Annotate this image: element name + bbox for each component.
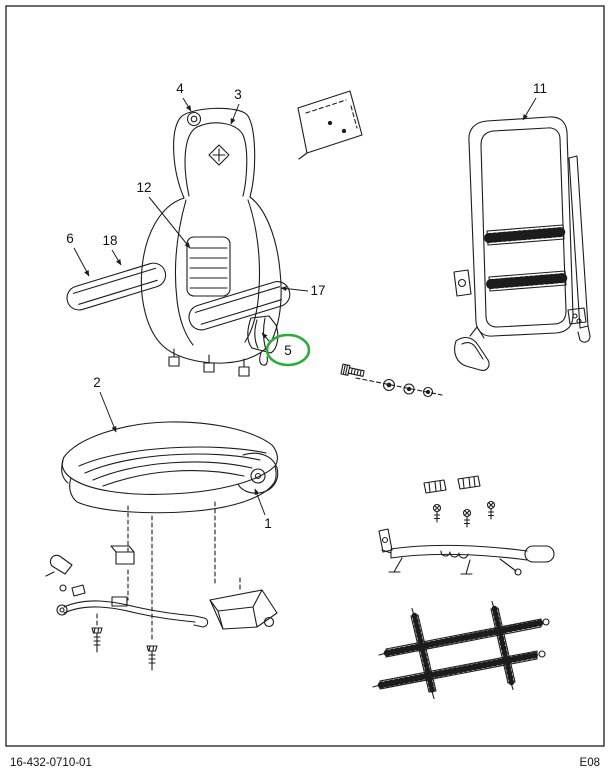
track-rail (372, 650, 546, 690)
cushion-front (69, 465, 277, 514)
callout-label: 18 (102, 233, 117, 248)
mount-tabs (168, 348, 250, 377)
seat-back-body (140, 196, 282, 364)
under-cushion-hardware (45, 501, 278, 671)
riser-frame (378, 475, 555, 576)
washer (422, 386, 434, 398)
headrest-outline (173, 107, 256, 199)
seat-back-assembly (140, 107, 282, 377)
bolster-right (244, 199, 261, 343)
callout-label: 1 (264, 516, 272, 531)
headrest-front-face (184, 122, 248, 197)
callout-6: 6 (66, 231, 90, 277)
document-number: 16-432-0710-01 (10, 757, 92, 769)
callout-3: 3 (230, 87, 242, 125)
callout-1: 1 (254, 488, 272, 531)
callout-label: 5 (284, 343, 292, 358)
mount-plate (457, 475, 481, 490)
frame-side-strap (567, 155, 591, 343)
track-rail (378, 618, 550, 658)
screw-small (462, 508, 472, 528)
pedal-bracket (209, 589, 278, 630)
back-panel (297, 90, 363, 160)
highlight-ellipse (265, 333, 311, 367)
callout-label: 12 (136, 180, 151, 195)
fastener-row (340, 363, 443, 398)
screw (91, 627, 103, 653)
track-crossmember (490, 600, 516, 691)
brand-logo-diamond (208, 144, 230, 166)
screw-small (486, 500, 496, 520)
bolster-left (174, 199, 194, 346)
track-crossmember (410, 607, 437, 700)
callouts: 4 3 11 12 6 18 17 2 (66, 81, 547, 531)
callout-label: 4 (176, 81, 184, 96)
cushion-pleats (78, 446, 267, 487)
seat-back-frame (453, 116, 591, 371)
frame-pivot-plate (453, 269, 472, 297)
seat-cushion (61, 421, 279, 514)
frame-slat-lower (486, 270, 569, 292)
frame-slat-upper (484, 224, 567, 246)
callout-label: 11 (533, 81, 547, 96)
callout-12: 12 (136, 180, 191, 249)
cushion-top (61, 421, 278, 495)
callout-11: 11 (522, 81, 547, 121)
callout-2: 2 (93, 375, 117, 433)
hinge-wire (56, 596, 209, 628)
clip (110, 545, 135, 565)
right-armrest (188, 281, 291, 331)
callout-label: 17 (310, 283, 325, 298)
page-code: E08 (580, 757, 600, 769)
bolt (340, 363, 365, 377)
callout-18: 18 (102, 233, 122, 266)
left-armrest (66, 262, 167, 311)
callout-label: 2 (93, 375, 101, 390)
callout-4: 4 (176, 81, 192, 112)
callout-label: 3 (234, 87, 242, 102)
mount-plate (423, 479, 447, 494)
washer (403, 383, 415, 395)
callout-label: 6 (66, 231, 74, 246)
callout-5-highlighted: 5 (261, 332, 311, 367)
headrest-grommet (186, 111, 202, 127)
trim-hole (250, 468, 266, 484)
lumbar-grid (186, 236, 231, 297)
washer (382, 378, 396, 392)
left-bracket (45, 554, 86, 597)
track-assembly (372, 600, 550, 700)
screw-small (432, 503, 442, 523)
screw (146, 645, 158, 671)
recliner-lever (454, 326, 490, 371)
page-border (5, 5, 605, 747)
cushion-side-trim (237, 452, 279, 494)
callout-17: 17 (280, 283, 326, 298)
